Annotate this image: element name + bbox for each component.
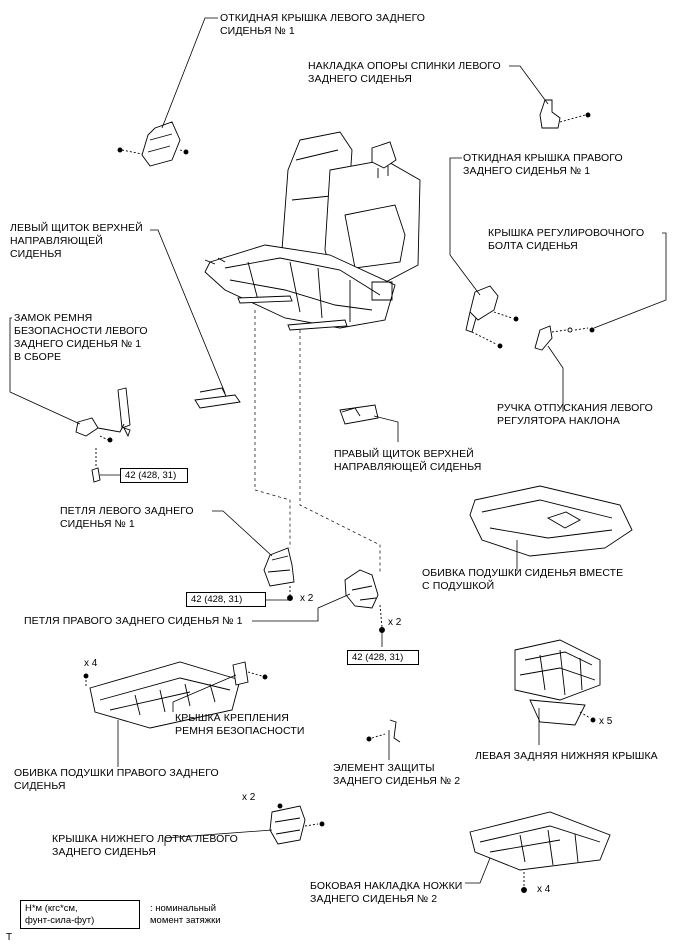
qty-tray-cover-bolts: x 2 <box>242 792 256 803</box>
legend-unit-box: Н*м (кгс*см, фунт-сила-фут) <box>20 900 140 929</box>
left-fold-cover-illustration <box>117 121 189 167</box>
belt-anchor-cover-illustration <box>232 661 268 686</box>
leg-side-pad-illustration <box>469 811 611 893</box>
left-hinge-illustration <box>263 547 295 601</box>
label-lower-tray-cover: КРЫШКА НИЖНЕГО ЛОТКА ЛЕВОГО ЗАДНЕГО СИДЕ… <box>52 833 238 858</box>
label-seat-protector: ЭЛЕМЕНТ ЗАЩИТЫ ЗАДНЕГО СИДЕНЬЯ № 2 <box>333 762 461 787</box>
legend-description: : номинальный момент затяжки <box>150 903 221 926</box>
label-adjust-bolt-cover: КРЫШКА РЕГУЛИРОВОЧНОГО БОЛТА СИДЕНЬЯ <box>488 227 645 252</box>
qty-right-cushion-screws: x 4 <box>84 658 98 669</box>
left-rail-shield-illustration <box>194 387 241 409</box>
seat-assembly-illustration <box>204 131 421 331</box>
torque-box-belt-bolt: 42 (428, 31) <box>120 468 188 483</box>
cushion-cover-illustration <box>469 485 633 557</box>
label-belt-anchor-cover: КРЫШКА КРЕПЛЕНИЯ РЕМНЯ БЕЗОПАСНОСТИ <box>175 712 305 737</box>
label-left-upper-rail-shield: ЛЕВЫЙ ЩИТОК ВЕРХНЕЙ НАПРАВЛЯЮЩЕЙ СИДЕНЬЯ <box>10 222 143 260</box>
belt-buckle-illustration <box>75 387 131 483</box>
label-recliner-release-handle: РУЧКА ОТПУСКАНИЯ ЛЕВОГО РЕГУЛЯТОРА НАКЛО… <box>497 402 653 427</box>
label-right-upper-rail-shield: ПРАВЫЙ ЩИТОК ВЕРХНЕЙ НАПРАВЛЯЮЩЕЙ СИДЕНЬ… <box>334 448 482 473</box>
right-hinge-illustration <box>344 569 385 633</box>
left-rear-lower-cover-illustration <box>514 639 601 726</box>
leader-lines <box>9 17 667 884</box>
right-cushion-tray-illustration <box>83 661 241 729</box>
label-leg-side-pad: БОКОВАЯ НАКЛАДКА НОЖКИ ЗАДНЕГО СИДЕНЬЯ №… <box>310 880 463 905</box>
label-left-hinge: ПЕТЛЯ ЛЕВОГО ЗАДНЕГО СИДЕНЬЯ № 1 <box>60 505 194 530</box>
label-left-belt-buckle: ЗАМОК РЕМНЯ БЕЗОПАСНОСТИ ЛЕВОГО ЗАДНЕГО … <box>14 312 148 363</box>
torque-box-right-hinge: 42 (428, 31) <box>347 650 419 665</box>
qty-left-hinge-bolts: x 2 <box>300 593 314 604</box>
adjust-bolt-cover-illustration <box>567 327 595 333</box>
qty-right-hinge-bolts: x 2 <box>388 617 402 628</box>
label-cushion-cover: ОБИВКА ПОДУШКИ СИДЕНЬЯ ВМЕСТЕ С ПОДУШКОЙ <box>422 567 624 592</box>
label-right-fold-cover: ОТКИДНАЯ КРЫШКА ПРАВОГО ЗАДНЕГО СИДЕНЬЯ … <box>463 152 623 177</box>
release-handle-illustration <box>534 325 567 351</box>
torque-box-left-hinge: 42 (428, 31) <box>186 592 266 607</box>
qty-leg-pad-screws: x 4 <box>537 884 551 895</box>
back-support-pad-illustration <box>539 99 591 129</box>
right-rail-shield-illustration <box>339 404 379 425</box>
label-left-fold-cover: ОТКИДНАЯ КРЫШКА ЛЕВОГО ЗАДНЕГО СИДЕНЬЯ №… <box>220 12 426 37</box>
right-fold-cover-illustration <box>465 285 519 349</box>
location-lines <box>254 310 381 572</box>
label-right-cushion-cover: ОБИВКА ПОДУШКИ ПРАВОГО ЗАДНЕГО СИДЕНЬЯ <box>14 767 219 792</box>
seat-protector-illustration <box>366 719 401 743</box>
label-left-rear-lower-cover: ЛЕВАЯ ЗАДНЯЯ НИЖНЯЯ КРЫШКА <box>475 750 658 762</box>
label-left-back-support-pad: НАКЛАДКА ОПОРЫ СПИНКИ ЛЕВОГО ЗАДНЕГО СИД… <box>308 60 501 85</box>
label-right-hinge: ПЕТЛЯ ПРАВОГО ЗАДНЕГО СИДЕНЬЯ № 1 <box>24 615 243 627</box>
lower-tray-cover-illustration <box>269 803 325 845</box>
qty-lower-cover-screws: x 5 <box>599 716 613 727</box>
corner-mark: T <box>6 932 13 943</box>
